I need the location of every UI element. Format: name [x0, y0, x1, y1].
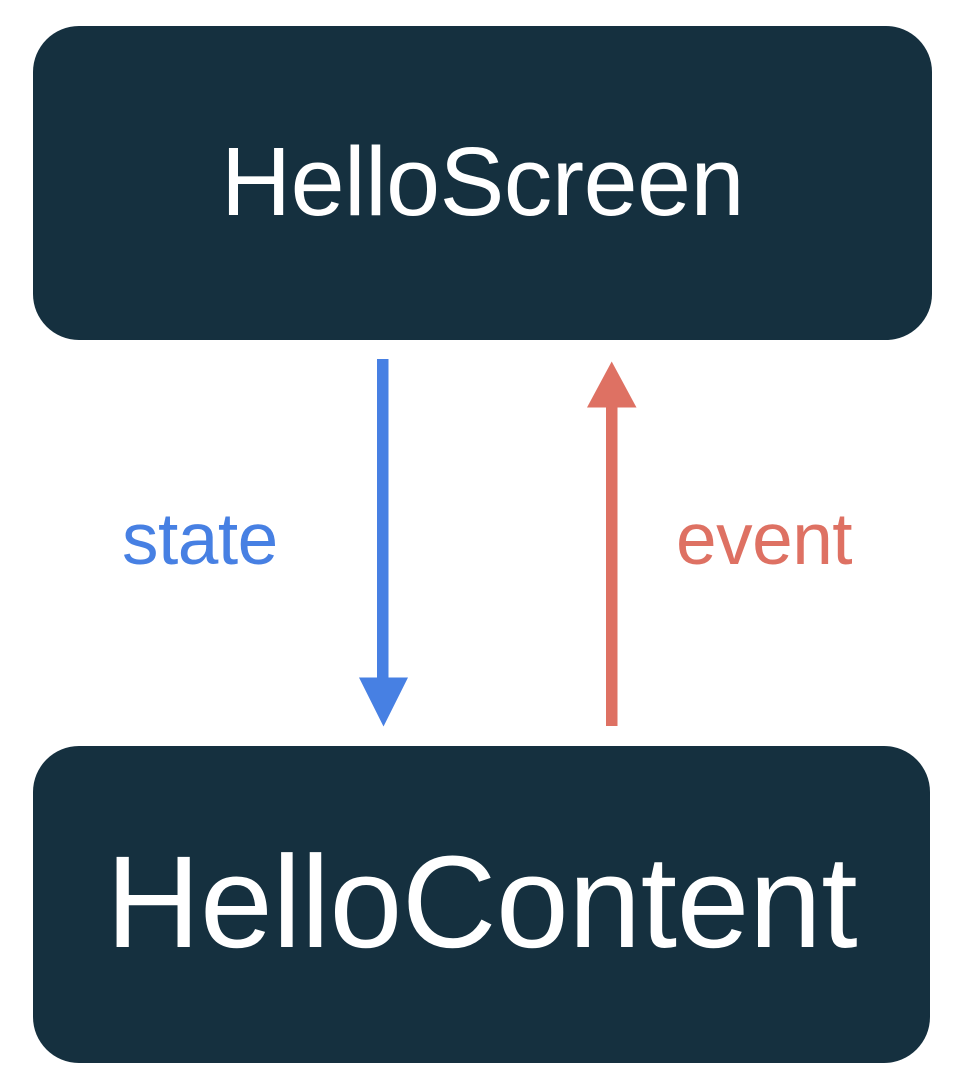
- state-arrow-down-icon: [359, 359, 408, 727]
- edge-label-event: event: [676, 499, 853, 580]
- node-hello-content[interactable]: HelloContent: [33, 746, 930, 1063]
- node-hello-content-label: HelloContent: [105, 828, 858, 975]
- edge-label-state: state: [122, 499, 278, 580]
- node-hello-screen[interactable]: HelloScreen: [33, 26, 932, 340]
- event-arrow-up-icon: [587, 361, 637, 726]
- node-hello-screen-label: HelloScreen: [221, 126, 744, 236]
